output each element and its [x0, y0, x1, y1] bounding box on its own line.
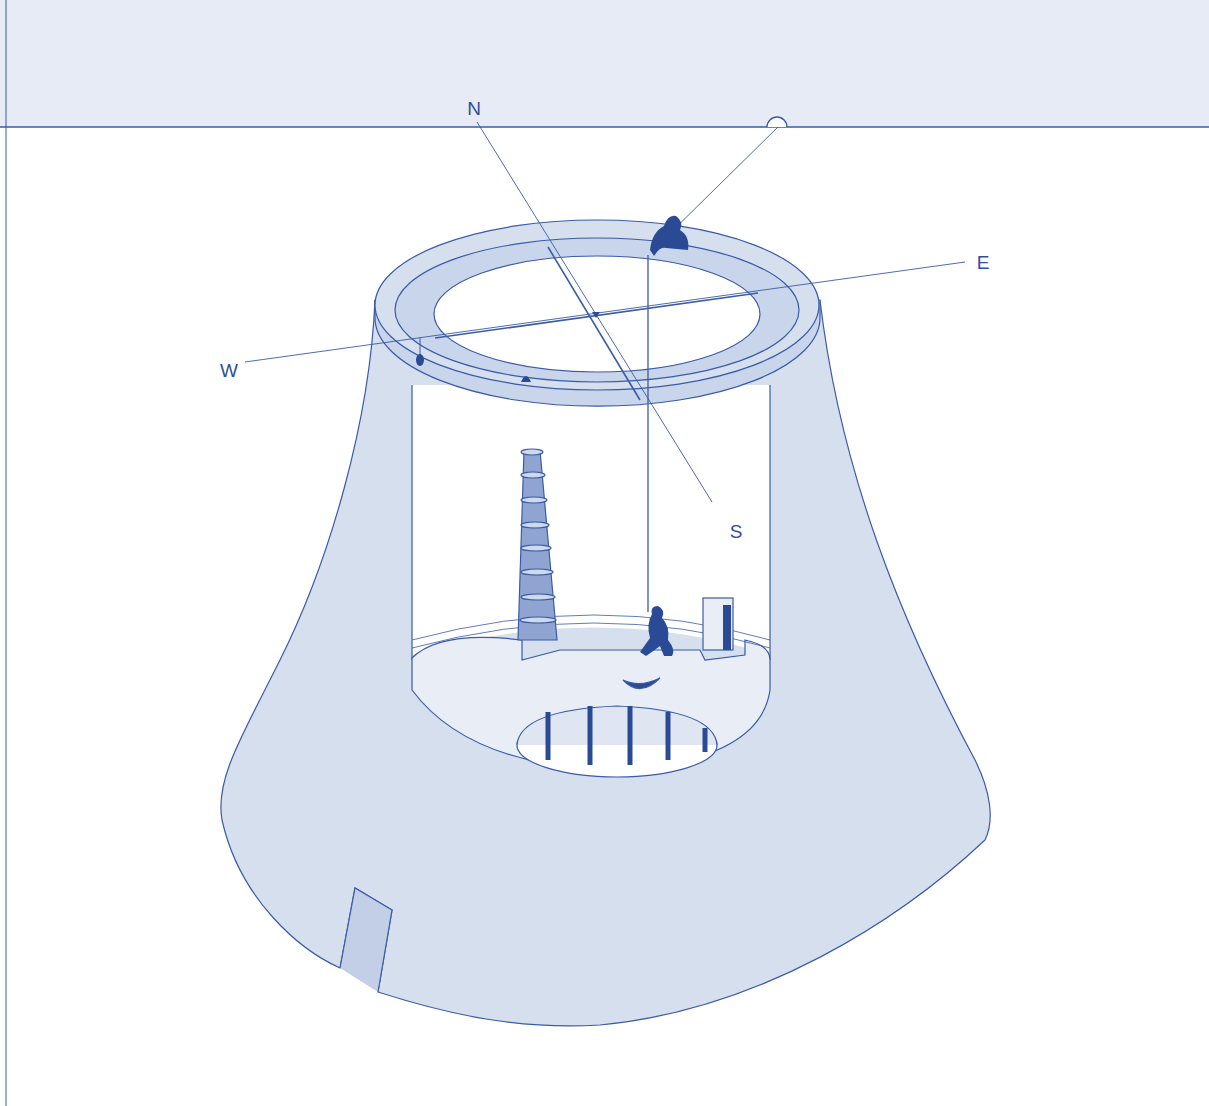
interior-edge	[769, 385, 770, 660]
tower-body	[221, 300, 990, 1026]
crescent-mark	[623, 678, 660, 689]
observer-top	[650, 216, 688, 256]
rim-outer	[375, 220, 819, 390]
rim-walkway	[395, 238, 799, 382]
compass-label: W	[220, 361, 238, 380]
ladder	[518, 450, 557, 640]
observer-floor	[640, 606, 673, 656]
plumb-string	[420, 338, 421, 356]
opening-bars	[548, 706, 705, 765]
interior-wall	[412, 385, 770, 655]
horizon-line	[0, 126, 1209, 128]
north-south-line	[477, 122, 712, 502]
compass-label: S	[730, 522, 743, 541]
plumb-bob	[521, 376, 531, 382]
door-panel	[723, 605, 731, 650]
entrance-notch	[340, 888, 392, 992]
center-bob	[592, 312, 600, 318]
plumb-line	[647, 255, 648, 612]
ladder-rungs	[520, 449, 556, 623]
compass-label: N	[467, 99, 481, 118]
meridian-string	[548, 247, 640, 400]
door	[703, 598, 733, 650]
east-west-line	[245, 262, 965, 362]
interior-edge	[411, 385, 412, 660]
rim-opening	[434, 256, 760, 372]
frame-line	[6, 0, 7, 1106]
sky-band	[0, 0, 1209, 127]
east-west-string	[435, 293, 758, 338]
plumb-bob	[416, 354, 424, 366]
compass-label: E	[977, 253, 990, 272]
sun-symbol	[767, 117, 787, 127]
